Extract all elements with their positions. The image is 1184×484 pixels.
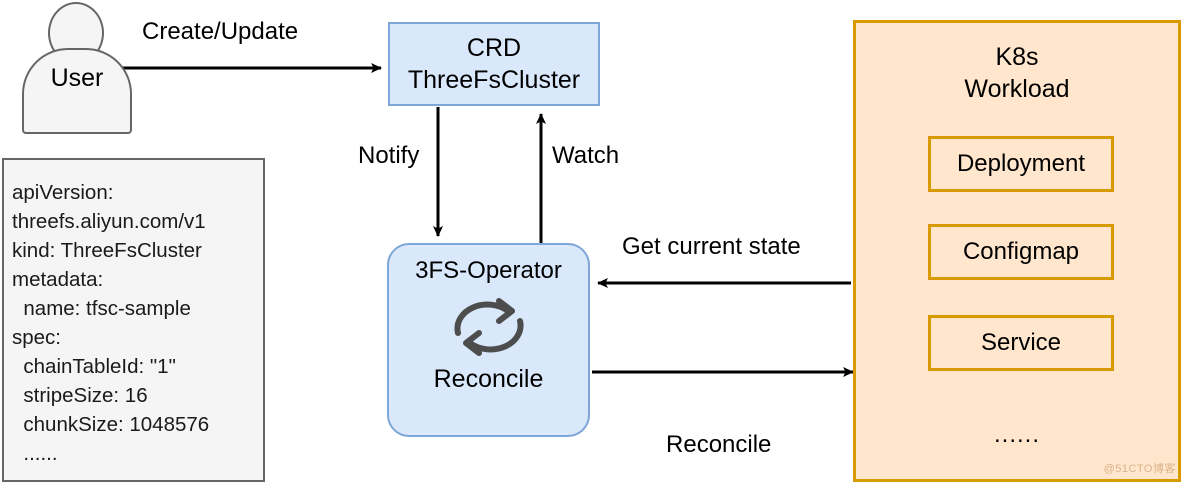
watermark: @51CTO博客 xyxy=(1103,463,1176,475)
crd-box[interactable]: CRD ThreeFsCluster xyxy=(388,22,600,106)
k8s-resource-service[interactable]: Service xyxy=(928,315,1114,371)
operator-title: 3FS-Operator xyxy=(415,257,562,284)
k8s-resource-label: Configmap xyxy=(962,238,1080,265)
edge-label-notify: Notify xyxy=(358,142,420,169)
edge-label-get-current-state: Get current state xyxy=(622,233,801,260)
reconcile-loop-icon xyxy=(453,298,524,356)
k8s-resource-configmap[interactable]: Configmap xyxy=(928,224,1114,280)
edge-label-watch: Watch xyxy=(552,142,620,169)
k8s-workload-panel: K8s Workload Deployment Configmap Servic… xyxy=(853,20,1181,482)
k8s-resource-ellipsis: ...... xyxy=(993,421,1040,448)
crd-title-line2: ThreeFsCluster xyxy=(407,66,581,94)
k8s-resource-label: Service xyxy=(980,329,1062,356)
k8s-title-line1: K8s xyxy=(995,43,1039,71)
k8s-resource-deployment[interactable]: Deployment xyxy=(928,136,1114,192)
operator-box[interactable]: 3FS-Operator Reconcile xyxy=(387,243,590,437)
k8s-panel-title: K8s Workload xyxy=(964,41,1069,105)
crd-title-line1: CRD xyxy=(466,34,522,62)
edge-label-reconcile-desired-state: Reconcile desired state xyxy=(650,375,787,484)
k8s-resource-label: Deployment xyxy=(956,150,1086,177)
reconcile-label: Reconcile xyxy=(433,365,544,393)
k8s-title-line2: Workload xyxy=(964,75,1070,103)
user-body-icon xyxy=(22,48,132,134)
user-label: User xyxy=(50,64,104,92)
yaml-manifest-text: apiVersion: threefs.aliyun.com/v1 kind: … xyxy=(12,181,210,465)
edge-label-reconcile-line1: Reconcile xyxy=(666,431,772,458)
yaml-manifest-box: apiVersion: threefs.aliyun.com/v1 kind: … xyxy=(2,158,265,482)
user-actor: User xyxy=(22,2,132,134)
edge-label-create-update: Create/Update xyxy=(142,18,299,45)
